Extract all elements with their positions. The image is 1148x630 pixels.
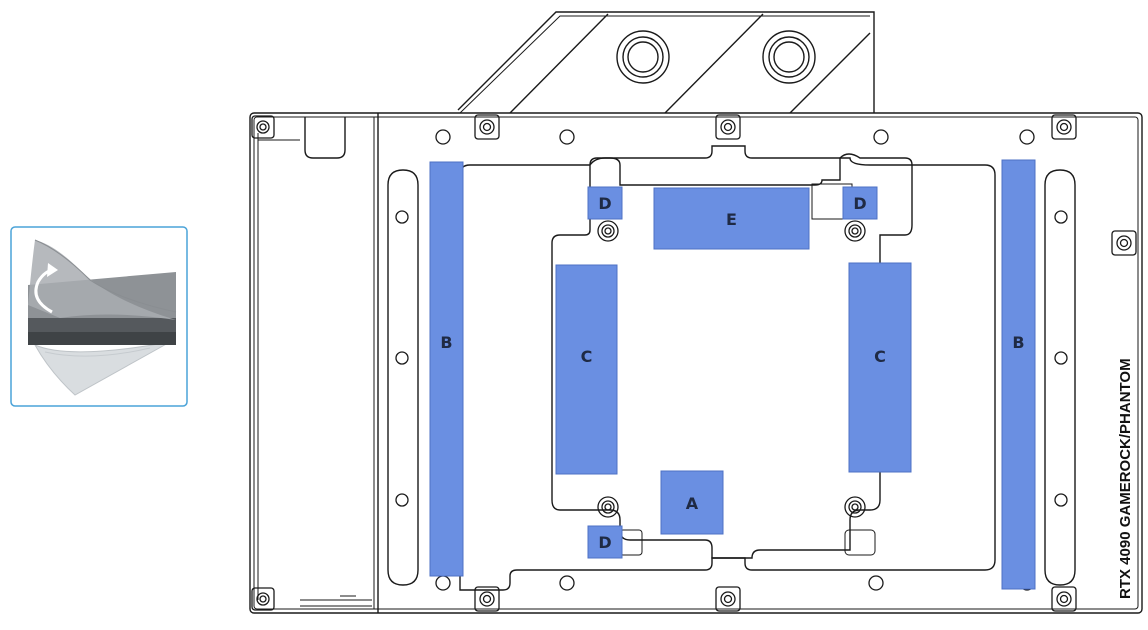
hex-screw-icon [1051, 114, 1077, 140]
pad-label: E [726, 210, 737, 229]
hex-screw-icon [474, 114, 500, 140]
hole-icon [868, 575, 884, 591]
pad-label: C [581, 347, 593, 366]
hole-icon [1019, 129, 1035, 145]
thermal-pads: B B C C D D D E [429, 159, 1036, 590]
pad-b-left: B [429, 161, 464, 577]
hole-icon [559, 575, 575, 591]
port-ring-icon [616, 30, 670, 84]
screws [251, 114, 1137, 612]
standoff-icon [844, 220, 866, 242]
hole-icon [435, 575, 451, 591]
hole-icon [395, 210, 409, 224]
pad-c-left: C [555, 264, 618, 475]
hole-icon [395, 351, 409, 365]
peel-film-inset [10, 226, 188, 407]
pad-b-right: B [1001, 159, 1036, 590]
pad-label: C [874, 347, 886, 366]
hole-icon [1054, 351, 1068, 365]
hex-screw-icon [1051, 586, 1077, 612]
pad-label: D [598, 194, 611, 213]
pad-label: B [440, 333, 452, 352]
hole-icon [559, 129, 575, 145]
pad-label: A [686, 494, 699, 513]
standoff-icon [844, 496, 866, 518]
standoff-icon [597, 220, 619, 242]
hole-icon [395, 493, 409, 507]
hex-screw-icon [251, 115, 275, 139]
hex-screw-icon [251, 587, 275, 611]
hole-icon [873, 129, 889, 145]
standoff-icon [597, 496, 619, 518]
pad-label: D [853, 194, 866, 213]
pad-a: A [660, 470, 724, 535]
hex-screw-icon [715, 114, 741, 140]
pad-d-top-left: D [587, 186, 623, 220]
pad-d-bottom-left: D [587, 525, 623, 559]
waterblock-outline [249, 11, 1143, 614]
pad-label: D [598, 533, 611, 552]
pad-c-right: C [848, 262, 912, 473]
hole-icon [1054, 493, 1068, 507]
model-label: RTX 4090 GAMEROCK/PHANTOM [1117, 358, 1134, 599]
peel-off-protective-film-icon [28, 239, 177, 396]
hole-icon [435, 129, 451, 145]
hole-icon [1054, 210, 1068, 224]
pad-d-top-right: D [842, 186, 878, 220]
hex-screw-icon [1111, 230, 1137, 256]
hex-screw-icon [474, 586, 500, 612]
pad-label: B [1012, 333, 1024, 352]
hex-screw-icon [715, 586, 741, 612]
port-ring-icon [762, 30, 816, 84]
pad-e: E [653, 187, 810, 250]
